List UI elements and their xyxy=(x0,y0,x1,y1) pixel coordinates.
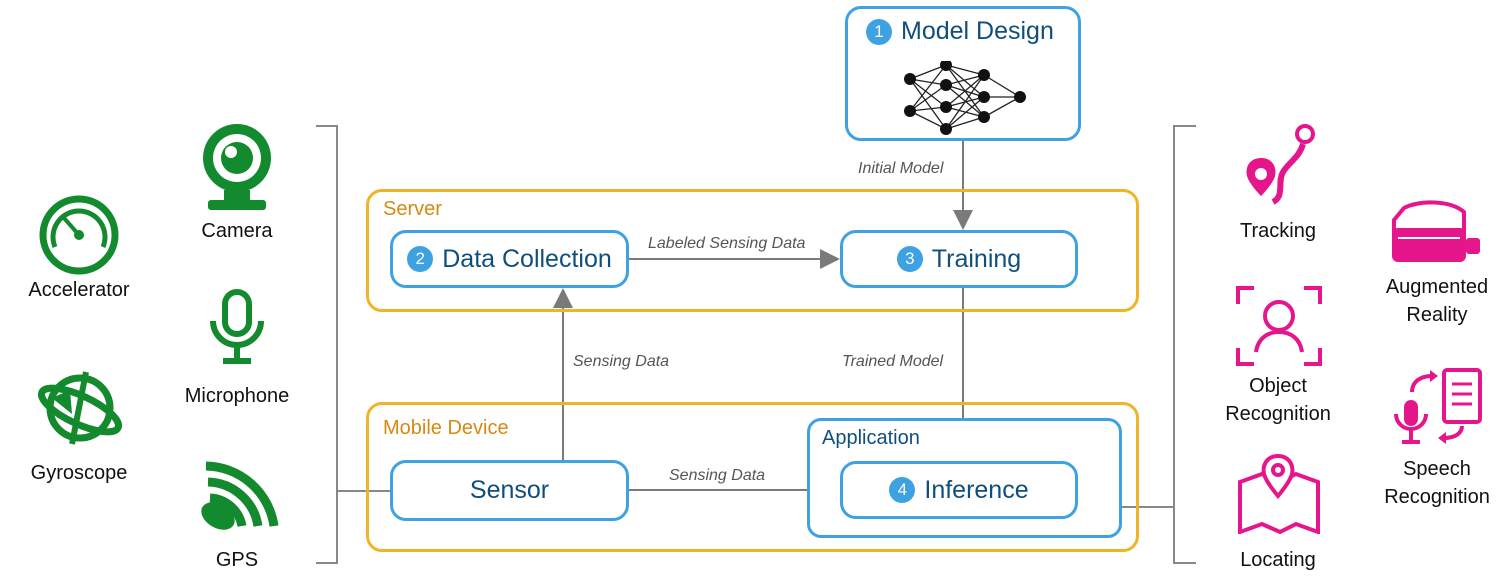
edge-label-labeled-sensing-data: Labeled Sensing Data xyxy=(648,235,806,252)
tracking-icon xyxy=(1246,124,1315,205)
mobile-device-group-title: Mobile Device xyxy=(383,417,509,439)
microphone-label: Microphone xyxy=(184,385,290,407)
object-recognition-label: Object Recognition xyxy=(1225,375,1331,425)
server-group-title: Server xyxy=(383,198,442,220)
locating-label: Locating xyxy=(1240,549,1316,571)
speech-recognition-label: Speech Recognition xyxy=(1384,458,1490,508)
speech-recognition-icon xyxy=(1394,368,1482,444)
accelerator-icon xyxy=(39,195,119,275)
gps-label: GPS xyxy=(215,549,259,571)
edge-label-sensing-data-up: Sensing Data xyxy=(573,353,670,370)
gps-icon xyxy=(201,461,279,530)
step-number-badge: 4 xyxy=(889,477,916,503)
app-bracket xyxy=(1173,125,1196,564)
data-collection-label: Data Collection xyxy=(442,244,612,273)
sensor-label: Sensor xyxy=(469,476,550,504)
gyroscope-icon xyxy=(37,371,123,445)
object-recognition-icon xyxy=(1236,286,1322,366)
edge-label-sensing-data-right: Sensing Data xyxy=(669,467,766,484)
model-design-label: Model Design xyxy=(901,17,1054,45)
locating-icon xyxy=(1238,453,1320,534)
sensor-bracket xyxy=(316,125,338,564)
inference-node[interactable]: 4 Inference xyxy=(840,461,1078,519)
edge-label-initial-model: Initial Model xyxy=(858,160,944,177)
training-node[interactable]: 3 Training xyxy=(840,230,1078,288)
sensor-node[interactable]: Sensor xyxy=(390,460,629,521)
step-number-badge: 3 xyxy=(896,246,923,272)
gyroscope-label: Gyroscope xyxy=(30,462,128,484)
augmented-reality-label: Augmented Reality xyxy=(1385,276,1489,326)
camera-label: Camera xyxy=(201,220,273,242)
step-number-badge: 1 xyxy=(866,18,892,45)
data-collection-node[interactable]: 2 Data Collection xyxy=(390,230,629,288)
tracking-label: Tracking xyxy=(1240,220,1316,242)
augmented-reality-icon xyxy=(1392,200,1480,262)
inference-label: Inference xyxy=(924,475,1029,504)
camera-icon xyxy=(203,124,271,210)
step-number-badge: 2 xyxy=(407,246,434,272)
server-group xyxy=(366,189,1139,312)
neural-network-icon xyxy=(904,61,1026,135)
mobile-device-group xyxy=(366,402,1139,552)
training-label: Training xyxy=(931,244,1022,273)
accelerator-label: Accelerator xyxy=(28,279,130,301)
edge-label-trained-model: Trained Model xyxy=(842,353,944,370)
microphone-icon xyxy=(210,289,264,364)
model-design-node[interactable]: 1 Model Design xyxy=(845,6,1081,141)
application-group-title: Application xyxy=(822,427,920,449)
